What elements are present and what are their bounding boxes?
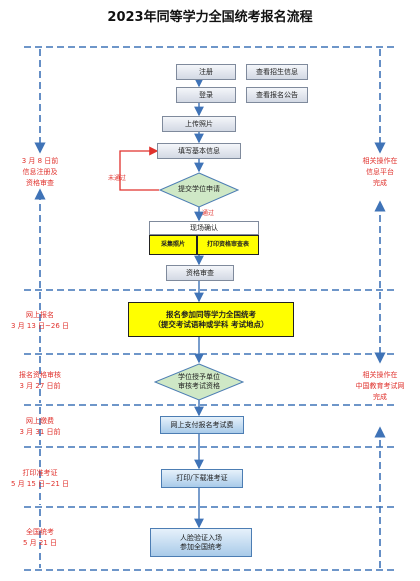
submit-apply-label: 提交学位申请 [178,185,220,194]
stage5-note: 打印准考证 5 月 15 日~21 日 [4,468,76,490]
stage6-line1: 全国统考 [26,528,54,536]
unit-review-label: 学位授予单位 审核考试资格 [154,363,244,401]
register-box: 注册 [176,64,236,80]
exam-line1: 人脸验证入场 [180,533,222,542]
stage1-line1: 3 月 8 日前 [21,157,59,165]
stage4-line2: 3 月 31 日前 [19,427,61,436]
stage1-line3: 资格审查 [26,178,54,187]
print-form-box: 打印资格审查表 [197,235,259,255]
platform-note: 相关操作在 信息平台 完成 [344,156,416,189]
platform-line3: 完成 [373,178,387,187]
submit-apply-diamond [159,172,239,208]
exam-box: 人脸验证入场 参加全国统考 [150,528,252,557]
enroll-exam-detail: （提交考试语种或学科 考试地点） [153,319,269,329]
stage2-line1: 网上报名 [26,311,54,319]
upload-photo-box: 上传照片 [162,116,236,132]
exam-site-line2: 中国教育考试网 [355,381,405,390]
enroll-exam-box: 报名参加同等学力全国统考 （提交考试语种或学科 考试地点） [128,302,294,337]
stage4-line1: 网上缴费 [26,417,54,425]
not-pass-loop [119,146,159,191]
page-title: 2023年同等学力全国统考报名流程 [107,10,313,25]
stage5-line1: 打印准考证 [22,469,58,477]
stage2-line2: 3 月 13 日~26 日 [10,321,70,330]
qual-review-box: 资格审查 [166,265,234,281]
unit-review-line1: 学位授予单位 [178,372,220,381]
check-info-box: 查看招生信息 [246,64,308,80]
unit-review-line2: 审核考试资格 [178,382,220,390]
login-box: 登录 [176,87,236,103]
stage1-note: 3 月 8 日前 信息注册及 资格审查 [6,156,74,189]
exam-line2: 参加全国统考 [180,542,222,551]
enroll-exam-title: 报名参加同等学力全国统考 [166,310,256,320]
exam-site-line3: 完成 [373,392,387,401]
check-notice-box: 查看报名公告 [246,87,308,103]
onsite-confirm-box: 现场确认 [149,221,259,235]
exam-site-note: 相关操作在 中国教育考试网 完成 [340,370,420,403]
stage3-line2: 3 月 27 日前 [19,381,61,390]
exam-site-line1: 相关操作在 [362,371,398,379]
stage5-line2: 5 月 15 日~21 日 [10,479,70,488]
pass-label: 通过 [202,210,215,217]
print-ticket-box: 打印/下载准考证 [161,469,243,488]
stage6-note: 全国统考 5 月 21 日 [4,527,76,549]
pay-fee-box: 网上支付报名考试费 [160,416,244,434]
stage4-note: 网上缴费 3 月 31 日前 [4,416,76,438]
platform-line1: 相关操作在 [362,157,398,165]
stage3-line1: 报名资格审核 [19,371,61,379]
platform-line2: 信息平台 [366,167,394,176]
stage-separators [24,46,398,571]
stage2-note: 网上报名 3 月 13 日~26 日 [4,310,76,332]
stage3-note: 报名资格审核 3 月 27 日前 [4,370,76,392]
not-pass-label: 未通过 [108,175,127,182]
stage1-line2: 信息注册及 [22,167,58,176]
unit-review-diamond [154,363,244,401]
collect-photo-box: 采集照片 [149,235,197,255]
fill-info-box: 填写基本信息 [157,143,241,159]
stage6-line2: 5 月 21 日 [22,538,58,547]
